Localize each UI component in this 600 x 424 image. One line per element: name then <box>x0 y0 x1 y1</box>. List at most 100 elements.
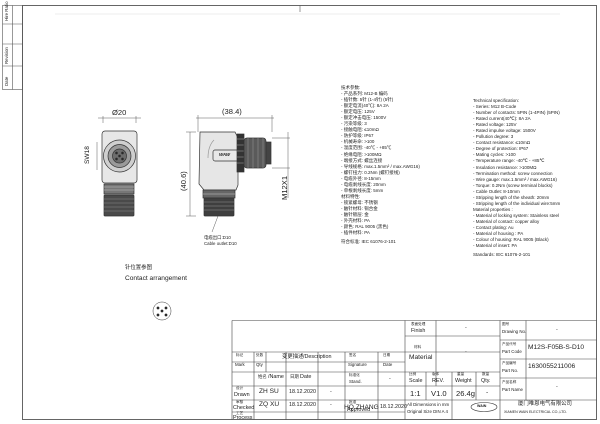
spec-en-line: - Colour of housing: RAL 9005 (Black) <box>473 237 549 243</box>
logo-text: WAIN <box>477 404 487 408</box>
dim-length: (38.4) <box>222 107 242 116</box>
dim-diameter: Ø20 <box>112 108 127 117</box>
spec-en-line: - Wire gauge: max.1.5mm² / max.AWG16) <box>473 176 557 182</box>
spec-en-line: - Material of housing : PA <box>473 231 524 237</box>
front-view <box>96 116 141 217</box>
spec-cn-line: - 额定电流(40℃): 8A 2A <box>341 103 389 109</box>
dim-wrench: SW18 <box>84 146 91 164</box>
spec-en-line: - Mating cycles: >100 <box>473 152 516 158</box>
contact-title-cn: 针位置参图 <box>125 265 152 271</box>
spec-cn-line: - 端接方式: 螺丝连接 <box>341 157 383 163</box>
spec-cn-line: - 插针数: 5针 (1-4针) (5针) <box>341 97 394 103</box>
approved-name: HQ ZHANG <box>344 404 379 411</box>
scale-en: Scale <box>409 378 423 384</box>
finish-en: Finish <box>411 328 426 334</box>
drawn-cn: 设计 <box>236 386 244 390</box>
rev-value: V1.0 <box>431 389 447 398</box>
stand-cn: 标准化 <box>349 373 360 377</box>
rev-en: REV. <box>432 378 445 384</box>
checked-en: Checked <box>233 405 255 411</box>
spec-cn-line: - 导线规格: max.1.5mm² / max.AWG16) <box>341 163 420 169</box>
spec-en-line: - Stripping length of the sheath: 20mm <box>473 194 550 200</box>
date-cn: 日期 <box>383 353 391 357</box>
desc-cn: 变更描述 <box>282 354 304 360</box>
dim-thread: M12X1 <box>280 175 289 200</box>
date-header-en: Date <box>300 374 312 380</box>
spec-en-line: - Rated current(40℃): 8A 2A <box>473 116 531 122</box>
desc-en: /Description <box>303 354 332 360</box>
company-cn: 厦门唯恩电气有限公司 <box>518 401 572 407</box>
spec-cn-line: - 锁紧螺母: 不锈钢 <box>341 199 378 205</box>
approved-en: Approved <box>347 407 371 413</box>
spec-en-line: - Degree of protection: IP67 <box>473 146 529 152</box>
spec-cn-line: - 触针镀层: 金 <box>341 211 369 217</box>
spec-cn-line: - 螺钉扭力: 0.2Nm (螺钉接线) <box>341 169 400 175</box>
drawing-no-en: Drawing No. <box>502 329 527 334</box>
spec-en-line: - Temperature range: -40℃ - +85℃ <box>473 158 545 164</box>
spec-en-line: - Rated impulse voltage: 1500V <box>473 128 536 134</box>
spec-en-line: - Contact plating: Au <box>473 224 514 230</box>
scale-value: 1:1 <box>410 389 421 398</box>
spec-en-standards: Standards: IEC 61076-2-101 <box>473 252 531 258</box>
drawing-no-cn: 图号 <box>502 322 510 326</box>
side-tab-revision: Revision <box>4 47 9 64</box>
spec-cn-line: - 温度范围: -40℃ - +85℃ <box>341 145 392 151</box>
process-cn: 工艺 <box>236 411 244 415</box>
spec-cn-title: 技术参数: <box>341 85 361 90</box>
part-name-value: - <box>556 384 558 390</box>
side-tab-hire-ratio: Hire Ratio <box>4 1 9 21</box>
checked-name: ZQ XU <box>259 401 280 408</box>
part-code-cn: 产品代号 <box>502 342 517 346</box>
side-view <box>186 115 290 233</box>
qty2-value: - <box>486 389 489 396</box>
brand-mark: WAW <box>219 152 230 157</box>
part-code-value: M12S-F05B-S-D10 <box>528 344 585 351</box>
qty-en: Qty <box>256 362 263 367</box>
material-value: - <box>465 349 467 355</box>
side-tab-date: Date <box>4 76 9 86</box>
weight-cn: 重量 <box>457 372 465 376</box>
spec-en-line: - Termination method: screw connection <box>473 170 553 176</box>
spec-cn-line: - 机械寿命: >100 <box>341 139 375 145</box>
spec-cn-line: - 绝缘电阻: >100MΩ <box>341 151 382 157</box>
finish-value: - <box>465 325 467 331</box>
material-cn: 材料 <box>414 345 422 349</box>
part-name-cn: 产品名称 <box>502 380 517 384</box>
checked-cn: 审核 <box>236 400 244 404</box>
material-en: Material <box>409 354 433 361</box>
spec-cn: 技术参数: - 产品系列: M12-B 编码 - 插针数: 5针 (1-4针) … <box>341 85 420 245</box>
spec-cn-line: - 额定电压: 125V <box>341 109 375 115</box>
spec-en-line: - Stripping length of the individual wir… <box>473 200 561 206</box>
spec-en-title: Technical specification: <box>473 98 520 103</box>
qty2-cn: 数量 <box>482 372 490 376</box>
part-no-value: 1630055211006 <box>528 363 576 370</box>
approved-cn: 批准 <box>349 400 357 404</box>
spec-cn-line: - 额定冲击电压: 1500V <box>341 115 387 121</box>
contact-title-en: Contact arrangement <box>125 275 187 282</box>
spec-en-line: - Material of locking system: Stainless … <box>473 212 560 218</box>
spec-en: Technical specification: - Series: M12 B… <box>473 98 560 258</box>
finish-cn: 表面处理 <box>411 322 426 326</box>
company-logo <box>470 402 498 412</box>
qty2-en: Qty. <box>481 378 491 384</box>
cable-outlet-en: Cable outlet:D10 <box>204 241 237 246</box>
sig-en: Signature <box>348 362 367 367</box>
company-en: XIAMEN WAIN ELECTRICAL CO.,LTD. <box>504 410 567 414</box>
spec-cn-standards: 符合标准: IEC 61076-2-101 <box>341 239 396 245</box>
spec-cn-line: - 颜色: RAL 9005 (黑色) <box>341 224 389 230</box>
drawn-name: ZH SU <box>259 388 279 395</box>
spec-en-line: - Rated voltage: 125V <box>473 122 517 128</box>
spec-cn-line: - 电缆外径: 8-15mm <box>341 175 381 181</box>
spec-cn-line: - 触针材料: 铜合金 <box>341 205 378 211</box>
spec-en-line: - Cable Outlet: 8-10mm <box>473 188 520 194</box>
process-en: Process <box>233 415 253 421</box>
qty-cn: 处数 <box>256 353 264 357</box>
checked-sig: - <box>330 402 332 408</box>
spec-en-line: - Number of contacts: 5PIN (1-4PIN) (5PI… <box>473 110 560 116</box>
part-name-en: Part Name <box>502 387 523 392</box>
cable-outlet-cn: 电缆出口:D10 <box>204 235 231 240</box>
name-en: /Name <box>268 374 284 380</box>
dim-note-2: Original Size DIN A 4 <box>407 409 448 414</box>
spec-cn-line: 材料特性: <box>341 193 361 199</box>
